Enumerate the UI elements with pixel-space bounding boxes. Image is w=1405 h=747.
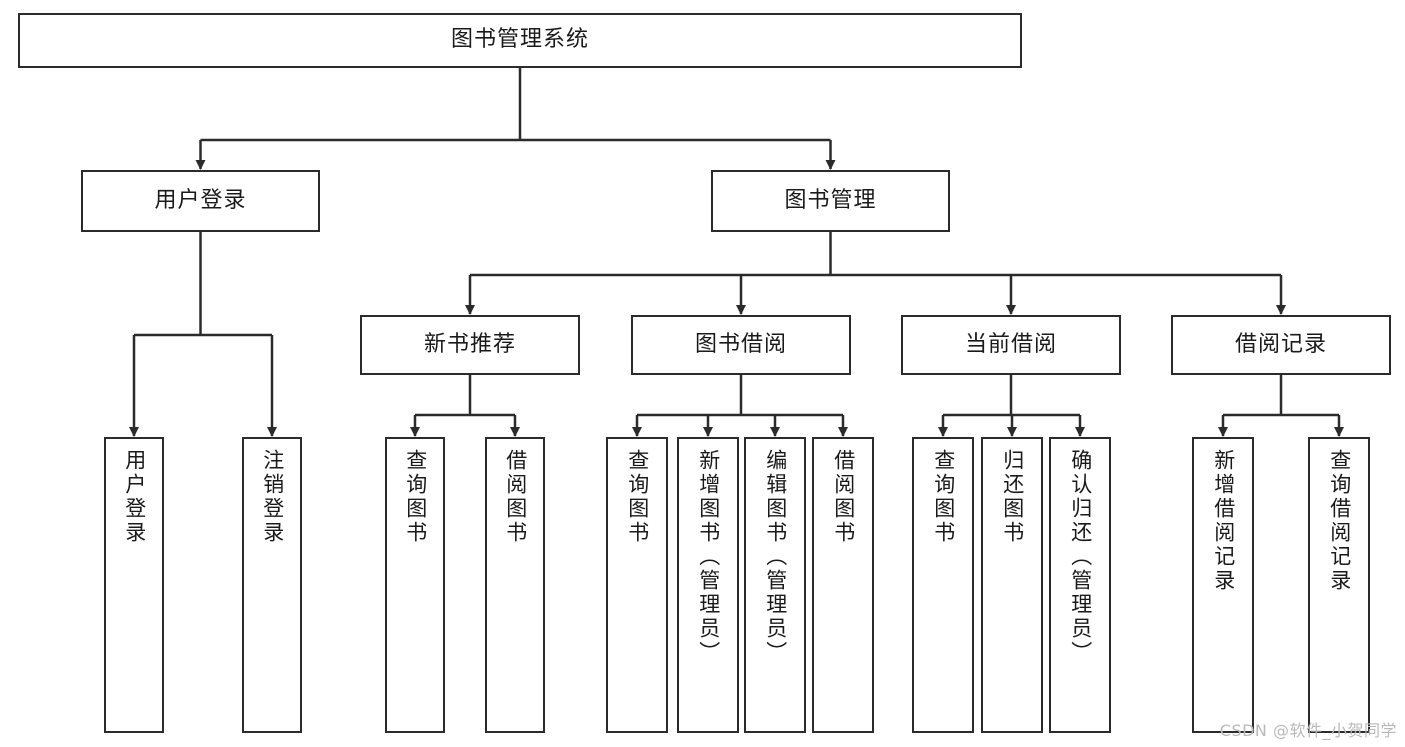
node-root: 图书管理系统 xyxy=(18,13,1022,68)
node-leaf-cur-confirm: 确认归还（管理员） xyxy=(1049,437,1111,733)
node-label: 图书管理系统 xyxy=(450,27,589,53)
node-label: 图书管理 xyxy=(784,187,877,213)
node-leaf-nb-borrow: 借阅图书 xyxy=(485,437,545,733)
node-leaf-cur-query: 查询图书 xyxy=(912,437,974,733)
node-label: 注销登录 xyxy=(260,449,285,545)
node-label: 用户登录 xyxy=(122,449,147,545)
node-borrow: 图书借阅 xyxy=(631,315,851,375)
node-label: 查询图书 xyxy=(625,449,650,545)
node-label: 新增借阅记录 xyxy=(1211,449,1236,593)
node-label: 查询图书 xyxy=(931,449,956,545)
node-label: 新书推荐 xyxy=(423,331,516,357)
node-label: 新增图书（管理员） xyxy=(696,449,721,665)
node-label: 图书借阅 xyxy=(694,331,787,357)
node-label: 归还图书 xyxy=(1000,449,1025,545)
node-label: 当前借阅 xyxy=(964,331,1057,357)
node-label: 用户登录 xyxy=(154,187,247,213)
node-label: 查询借阅记录 xyxy=(1327,449,1352,593)
node-leaf-user-logout: 注销登录 xyxy=(242,437,302,733)
node-leaf-nb-query: 查询图书 xyxy=(385,437,445,733)
node-label: 借阅记录 xyxy=(1234,331,1327,357)
node-label: 查询图书 xyxy=(403,449,428,545)
node-leaf-bk-add: 新增图书（管理员） xyxy=(677,437,739,733)
node-leaf-bk-borrow: 借阅图书 xyxy=(812,437,874,733)
node-label: 借阅图书 xyxy=(503,449,528,545)
node-newbook: 新书推荐 xyxy=(360,315,580,375)
node-bookmgmt: 图书管理 xyxy=(711,170,950,232)
node-current: 当前借阅 xyxy=(901,315,1121,375)
node-leaf-user-login: 用户登录 xyxy=(104,437,164,733)
node-login: 用户登录 xyxy=(81,170,320,232)
node-leaf-rec-add: 新增借阅记录 xyxy=(1192,437,1254,733)
node-records: 借阅记录 xyxy=(1171,315,1391,375)
node-label: 确认归还（管理员） xyxy=(1068,449,1093,665)
node-leaf-bk-edit: 编辑图书（管理员） xyxy=(744,437,806,733)
node-leaf-cur-return: 归还图书 xyxy=(981,437,1043,733)
node-label: 借阅图书 xyxy=(831,449,856,545)
node-leaf-bk-query: 查询图书 xyxy=(606,437,668,733)
node-label: 编辑图书（管理员） xyxy=(763,449,788,665)
node-leaf-rec-query: 查询借阅记录 xyxy=(1308,437,1370,733)
